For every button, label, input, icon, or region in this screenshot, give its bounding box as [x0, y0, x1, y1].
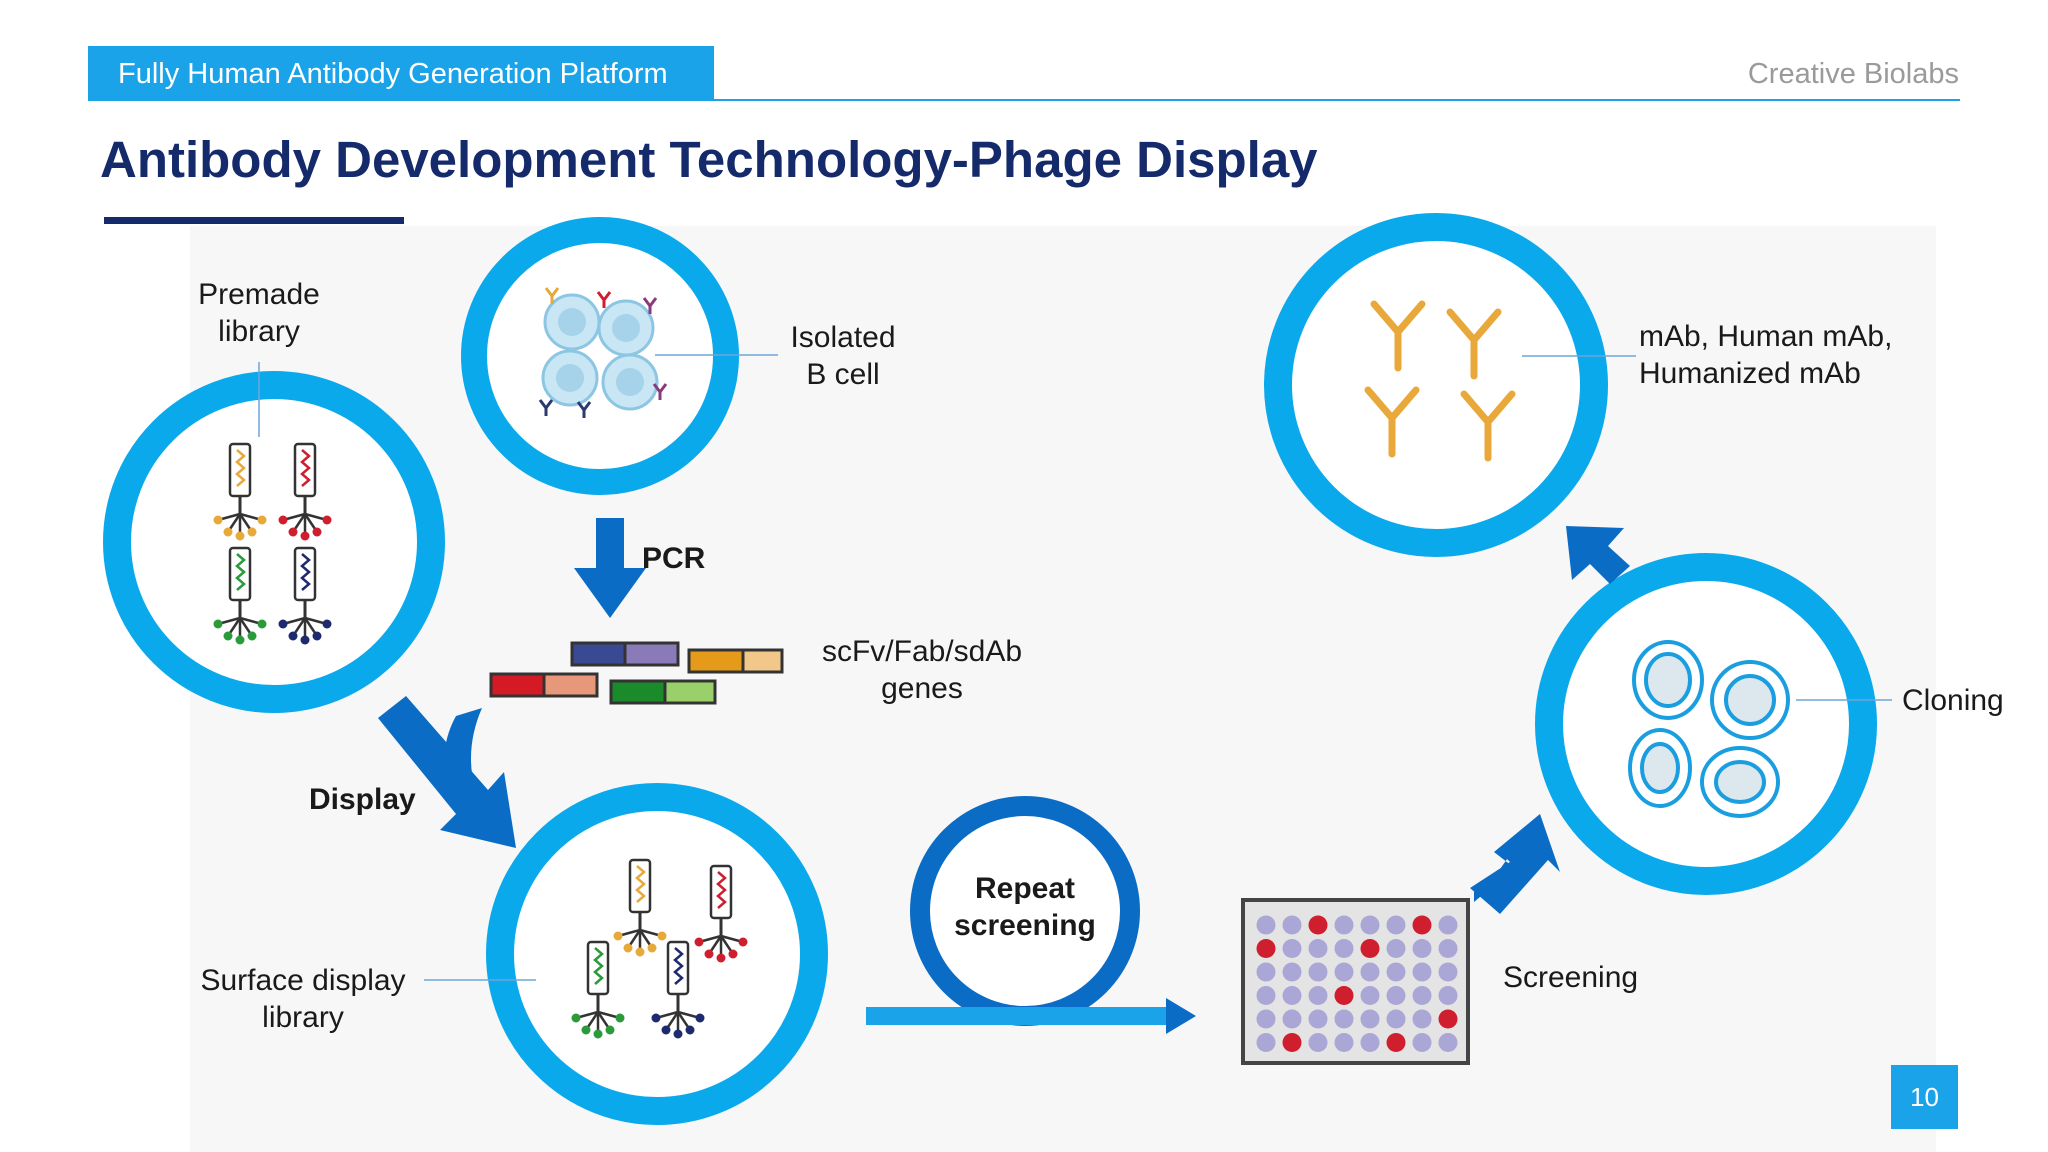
plate-well: [1308, 915, 1328, 935]
plate-well: [1386, 986, 1406, 1005]
gene-fragments: [489, 641, 784, 705]
plate-well: [1334, 939, 1354, 958]
plate-well: [1282, 1033, 1302, 1052]
plate-well: [1412, 986, 1432, 1005]
plate-well: [1308, 939, 1328, 958]
plate-well: [1282, 962, 1302, 982]
plate-well: [1360, 986, 1380, 1005]
plate-well: [1386, 915, 1406, 935]
plate-well: [1256, 962, 1276, 982]
plate-well: [1438, 939, 1458, 958]
plate-well: [1386, 962, 1406, 982]
plate-well: [1282, 915, 1302, 935]
plate-well: [1412, 939, 1432, 958]
screening-flow-line: [866, 1007, 1166, 1025]
plate-well: [1412, 915, 1432, 935]
plate-well: [1334, 986, 1354, 1005]
plate-well: [1308, 962, 1328, 982]
section-label: Fully Human Antibody Generation Platform: [118, 58, 668, 90]
mab-ring: [1264, 213, 1608, 557]
plate-well: [1334, 1033, 1354, 1052]
plate-well: [1308, 1009, 1328, 1029]
plate-well: [1334, 962, 1354, 982]
plate-well: [1360, 1009, 1380, 1029]
clone-cells: [1628, 640, 1790, 818]
title-underline: [104, 217, 404, 224]
plate-well: [1438, 986, 1458, 1005]
plate-well: [1438, 915, 1458, 935]
page-title: Antibody Development Technology-Phage Di…: [100, 131, 1318, 188]
plate-well: [1360, 962, 1380, 982]
plate-well: [1412, 1033, 1432, 1052]
pcr-arrow: [574, 518, 646, 618]
plate-well: [1282, 939, 1302, 958]
plate-well: [1438, 1009, 1458, 1029]
plate-well: [1334, 915, 1354, 935]
plate-well: [1386, 939, 1406, 958]
page-number: 10: [1891, 1065, 1958, 1129]
display-label: Display: [309, 783, 416, 816]
header-divider: [88, 99, 1960, 101]
well-grid: [1256, 915, 1458, 1052]
plate-well: [1360, 1033, 1380, 1052]
plate-well: [1438, 1033, 1458, 1052]
cloning-ring: [1535, 553, 1877, 895]
plate-well: [1334, 1009, 1354, 1029]
cloning-mab-arrow: [1566, 526, 1630, 584]
plate-well: [1282, 1009, 1302, 1029]
brand-name: Creative Biolabs: [1747, 58, 1959, 90]
screening-label: Screening: [1503, 961, 1639, 994]
plate-well: [1256, 939, 1276, 958]
b-cell-ring: [461, 217, 739, 495]
mab-label: mAb, Human mAb,Humanized mAb: [1639, 320, 1893, 390]
plate-well: [1438, 962, 1458, 982]
plate-well: [1256, 1033, 1276, 1052]
plate-well: [1256, 1009, 1276, 1029]
surface-display-ring: [486, 783, 828, 1125]
plate-well: [1412, 962, 1432, 982]
plate-well: [1256, 986, 1276, 1005]
plate-well: [1256, 915, 1276, 935]
display-arrows: [378, 696, 516, 848]
b-cell-cluster: [538, 287, 668, 418]
header-bar: [88, 46, 714, 100]
plate-well: [1412, 1009, 1432, 1029]
well-plate: [1241, 898, 1470, 1065]
plate-well: [1282, 986, 1302, 1005]
plate-well: [1386, 1009, 1406, 1029]
premade-library-ring: [103, 371, 445, 713]
plate-well: [1360, 915, 1380, 935]
plate-well: [1308, 986, 1328, 1005]
pcr-label: PCR: [642, 542, 706, 575]
plate-well: [1360, 939, 1380, 958]
cloning-label: Cloning: [1902, 684, 2004, 717]
plate-well: [1386, 1033, 1406, 1052]
plate-well: [1308, 1033, 1328, 1052]
screening-flow-head: [1166, 998, 1196, 1034]
